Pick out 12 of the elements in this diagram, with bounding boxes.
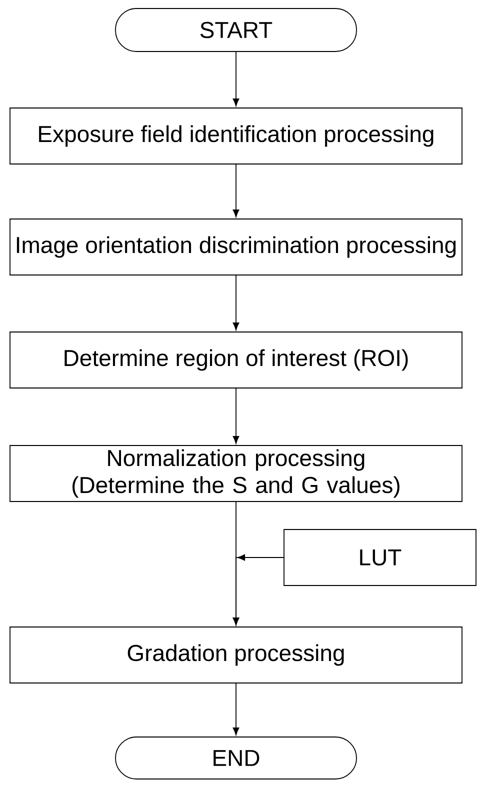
arrow: [232, 52, 240, 106]
process-box: Gradation processing: [10, 626, 462, 684]
process-box: Normalization processing (Determine the S and G values): [10, 445, 462, 502]
process-box: Exposure field identification processing: [10, 108, 462, 164]
arrow: [232, 164, 240, 218]
process-box: Determine region of interest (ROI): [10, 332, 462, 388]
arrow: [232, 388, 240, 444]
arrow: [232, 554, 284, 626]
process-box: Image orientation discrimination processing: [10, 218, 462, 276]
arrow: [232, 683, 240, 736]
arrow: [232, 275, 240, 330]
process-box: LUT: [284, 529, 476, 586]
